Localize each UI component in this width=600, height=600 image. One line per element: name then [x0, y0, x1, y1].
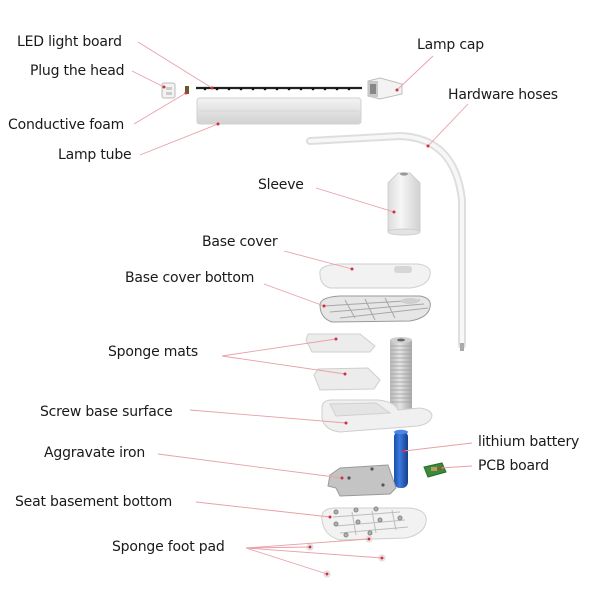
battery-leader-dot	[402, 449, 406, 453]
seat-screw	[355, 519, 361, 525]
sponge-mat-top	[305, 333, 376, 353]
screwbase-leader-dot	[344, 421, 348, 425]
foam-leader	[133, 92, 187, 125]
label-pcb-board: PCB board	[478, 458, 549, 474]
base-cover-bottom	[319, 295, 431, 323]
lithium-battery	[394, 429, 408, 488]
led-chip	[311, 87, 315, 91]
led-chip	[335, 87, 339, 91]
label-lamp-tube: Lamp tube	[58, 147, 132, 163]
label-base-cover: Base cover	[202, 234, 278, 250]
foot-leader-4-dot	[325, 572, 329, 576]
sponge-leader-1	[221, 338, 337, 357]
sleeve-leader	[315, 187, 395, 213]
led-chip	[263, 87, 267, 91]
label-seat-basement-bottom: Seat basement bottom	[15, 494, 173, 510]
led-chip	[287, 87, 291, 91]
seat-screw	[373, 506, 379, 512]
label-sleeve: Sleeve	[258, 177, 304, 193]
foot-leader-3	[245, 547, 383, 559]
seat-leader-dot	[328, 515, 332, 519]
basecover-leader-dot	[350, 267, 354, 271]
sponge-mat-bottom	[313, 367, 381, 391]
led-chip	[227, 87, 231, 91]
led-light-board	[196, 86, 362, 91]
led-leader-dot	[210, 86, 214, 90]
basecoverbottom-leader-dot	[322, 304, 326, 308]
pcb-board	[423, 462, 447, 478]
led-chip	[323, 87, 327, 91]
foot-leader-4	[245, 547, 328, 575]
hose-leader	[427, 103, 469, 147]
foot-leader-2-dot	[308, 545, 312, 549]
leader-lines	[131, 41, 473, 576]
screwbase-leader	[189, 409, 347, 424]
led-chip	[275, 87, 279, 91]
pcb-leader	[439, 465, 473, 469]
cap-leader-dot	[395, 88, 399, 92]
lamp-cap	[367, 77, 403, 100]
label-plug-the-head: Plug the head	[30, 63, 125, 79]
pcb-leader-dot	[438, 466, 442, 470]
label-aggravate-iron: Aggravate iron	[44, 445, 146, 461]
foot-leader-1-dot	[367, 537, 371, 541]
aggravate-iron	[327, 464, 397, 497]
label-hardware-hoses: Hardware hoses	[448, 87, 558, 103]
battery-leader	[403, 442, 473, 452]
basecoverbottom-leader	[263, 283, 325, 307]
iron-leader-dot	[340, 476, 344, 480]
tube-leader	[139, 123, 219, 156]
sponge-leader-1-dot	[334, 337, 338, 341]
seat-screw	[367, 530, 373, 536]
led-chip	[347, 87, 351, 91]
tube-leader-dot	[216, 122, 220, 126]
label-led-light-board: LED light board	[17, 34, 122, 50]
sponge-foot-pads	[306, 535, 386, 578]
seat-screw	[397, 515, 403, 521]
base-cover	[319, 263, 431, 289]
foot-leader-3-dot	[380, 556, 384, 560]
screw-base-surface	[321, 399, 433, 433]
screw-column	[390, 337, 412, 410]
sleeve	[387, 172, 421, 236]
basecover-leader	[283, 250, 353, 270]
seat-basement-bottom	[321, 506, 427, 541]
label-base-cover-bottom: Base cover bottom	[125, 270, 255, 286]
seat-screw	[343, 532, 349, 538]
conductive-foam	[185, 86, 189, 94]
label-lamp-cap: Lamp cap	[417, 37, 484, 53]
seat-screw	[353, 507, 359, 513]
foot-leader-2	[245, 546, 311, 549]
plug-leader-dot	[162, 85, 166, 89]
lamp-tube	[196, 97, 362, 125]
label-sponge-mats: Sponge mats	[108, 344, 198, 360]
plug-leader	[131, 70, 165, 88]
sponge-leader-2-dot	[343, 372, 347, 376]
iron-leader	[157, 453, 343, 479]
led-chip	[299, 87, 303, 91]
seat-screw	[333, 521, 339, 527]
label-sponge-foot-pad: Sponge foot pad	[112, 539, 225, 555]
seat-screw	[377, 517, 383, 523]
label-screw-base-surface: Screw base surface	[40, 404, 173, 420]
cap-leader	[396, 55, 434, 91]
led-chip	[203, 87, 207, 91]
led-leader	[137, 41, 213, 89]
hardware-hose	[306, 131, 466, 351]
led-chip	[215, 87, 219, 91]
label-lithium-battery: lithium battery	[478, 434, 580, 450]
foot-leader-1	[245, 538, 370, 549]
sleeve-leader-dot	[392, 210, 396, 214]
label-conductive-foam: Conductive foam	[8, 117, 125, 133]
seat-leader	[195, 501, 331, 518]
hose-leader-dot	[426, 144, 430, 148]
seat-screw	[333, 509, 339, 515]
plug-head	[161, 82, 176, 99]
led-chip	[251, 87, 255, 91]
sponge-leader-2	[221, 355, 346, 375]
foam-leader-dot	[184, 91, 188, 95]
led-chip	[239, 87, 243, 91]
